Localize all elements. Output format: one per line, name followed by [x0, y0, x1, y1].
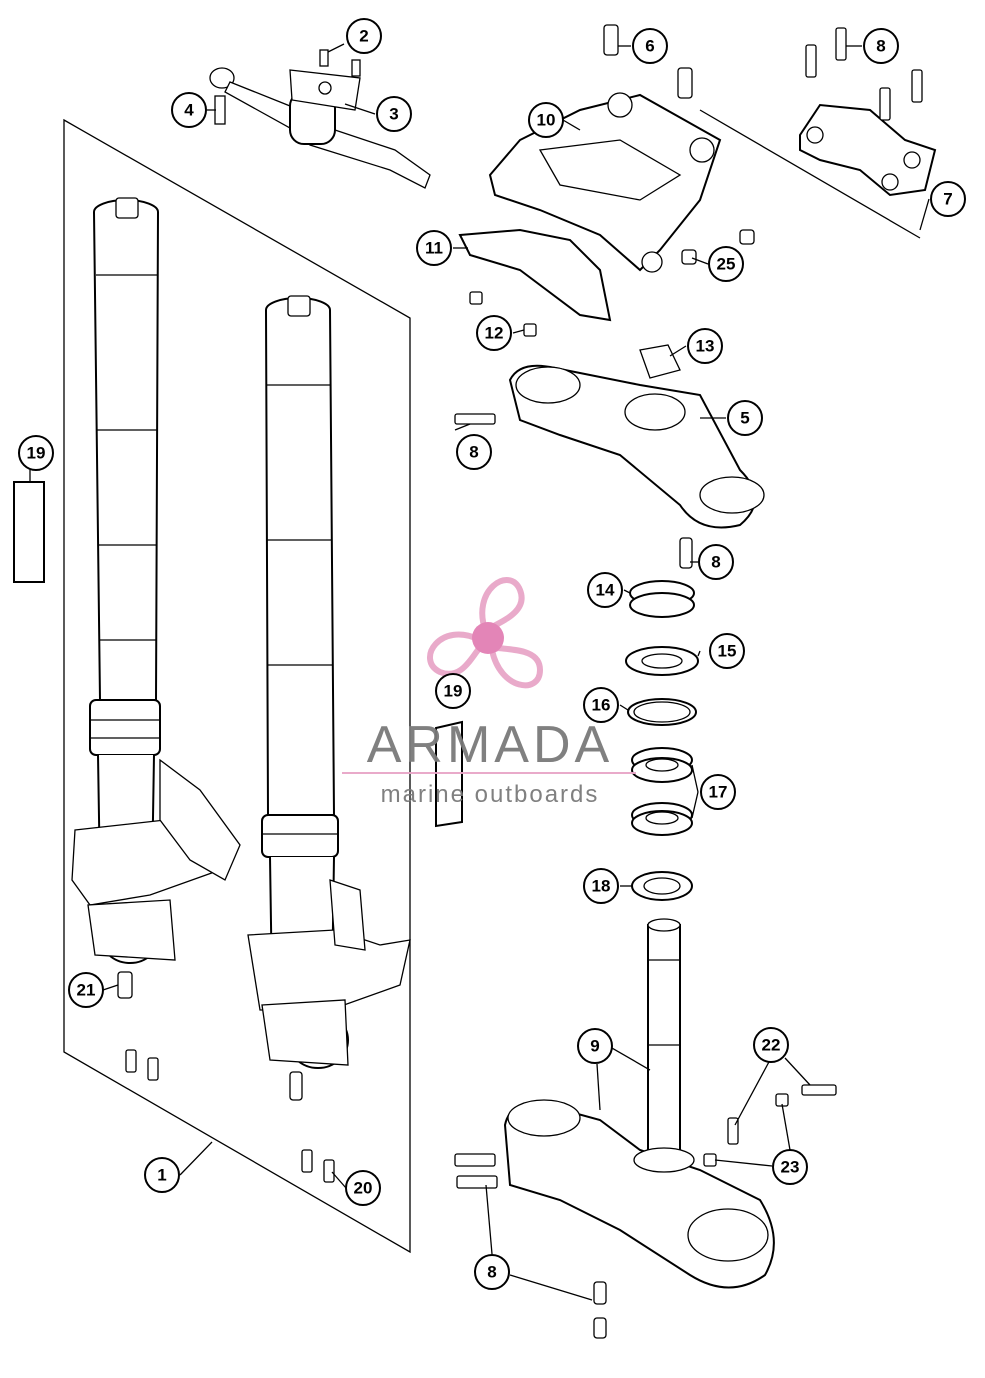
- upper-triple-clamp: [454, 344, 765, 569]
- handlebar-bracket: [488, 24, 722, 273]
- svg-text:19: 19: [27, 444, 46, 463]
- callout-17: 17: [700, 774, 736, 810]
- handlebar-clamp: [699, 27, 937, 239]
- callout-22: 22: [753, 1027, 789, 1063]
- bracket-cover: [458, 228, 755, 337]
- callout-16: 16: [583, 687, 619, 723]
- svg-text:13: 13: [696, 337, 715, 356]
- svg-text:20: 20: [354, 1179, 373, 1198]
- fork-leg-left: [71, 197, 241, 964]
- callout-7: 7: [930, 181, 966, 217]
- callout-11: 11: [416, 230, 452, 266]
- svg-text:6: 6: [645, 37, 654, 56]
- callout-8-lower: 8: [474, 1254, 510, 1290]
- svg-text:8: 8: [876, 37, 885, 56]
- callout-8-stem: 8: [698, 544, 734, 580]
- callout-8-upper-clamp: 8: [456, 434, 492, 470]
- svg-text:17: 17: [709, 783, 728, 802]
- callout-25: 25: [708, 246, 744, 282]
- fork-assembly-frame: [63, 118, 411, 1254]
- callout-13: 13: [687, 328, 723, 364]
- callout-23: 23: [772, 1149, 808, 1185]
- callout-6: 6: [632, 28, 668, 64]
- axle-clamp-bolts: [117, 971, 335, 1183]
- callout-15: 15: [709, 633, 745, 669]
- svg-text:25: 25: [717, 255, 736, 274]
- propeller-logo-icon: [427, 577, 544, 689]
- svg-text:10: 10: [537, 111, 556, 130]
- svg-text:19: 19: [444, 682, 463, 701]
- svg-text:14: 14: [596, 581, 615, 600]
- svg-text:22: 22: [762, 1036, 781, 1055]
- svg-text:8: 8: [487, 1263, 496, 1282]
- callout-19-center: 19: [435, 673, 471, 709]
- bearing-stack: [625, 580, 699, 901]
- callout-21: 21: [68, 972, 104, 1008]
- callout-1: 1: [144, 1157, 180, 1193]
- callout-20: 20: [345, 1170, 381, 1206]
- svg-text:8: 8: [469, 443, 478, 462]
- watermark-subtitle: marine outboards: [381, 781, 600, 808]
- callout-10: 10: [528, 102, 564, 138]
- lower-triple-clamp: [454, 918, 837, 1339]
- svg-text:3: 3: [389, 105, 398, 124]
- leader-lines: [102, 43, 930, 1301]
- watermark-title: ARMADA: [367, 716, 613, 774]
- svg-text:9: 9: [590, 1037, 599, 1056]
- svg-text:23: 23: [781, 1158, 800, 1177]
- callout-19-left: 19: [18, 435, 54, 471]
- callout-2: 2: [346, 18, 382, 54]
- callouts: 1 2 3 4 5 6 7 8 8 8 8 9 10 11 12 13 14 1…: [18, 18, 966, 1290]
- steering-damper: [209, 49, 431, 189]
- callout-5: 5: [727, 400, 763, 436]
- svg-text:4: 4: [184, 101, 194, 120]
- svg-text:7: 7: [943, 190, 952, 209]
- svg-text:5: 5: [740, 409, 749, 428]
- svg-text:1: 1: [157, 1166, 166, 1185]
- watermark: ARMADA marine outboards: [342, 577, 636, 808]
- svg-text:12: 12: [485, 324, 504, 343]
- svg-text:18: 18: [592, 877, 611, 896]
- callout-4: 4: [171, 92, 207, 128]
- svg-text:2: 2: [359, 27, 368, 46]
- svg-text:8: 8: [711, 553, 720, 572]
- callout-14: 14: [587, 572, 623, 608]
- svg-text:21: 21: [77, 981, 96, 1000]
- svg-text:16: 16: [592, 696, 611, 715]
- callout-9: 9: [577, 1028, 613, 1064]
- svg-text:15: 15: [718, 642, 737, 661]
- svg-text:11: 11: [425, 239, 443, 258]
- callout-8-top: 8: [863, 28, 899, 64]
- callout-12: 12: [476, 315, 512, 351]
- callout-18: 18: [583, 868, 619, 904]
- callout-3: 3: [376, 96, 412, 132]
- fork-leg-right: [247, 295, 411, 1069]
- sticker-left: [13, 468, 45, 583]
